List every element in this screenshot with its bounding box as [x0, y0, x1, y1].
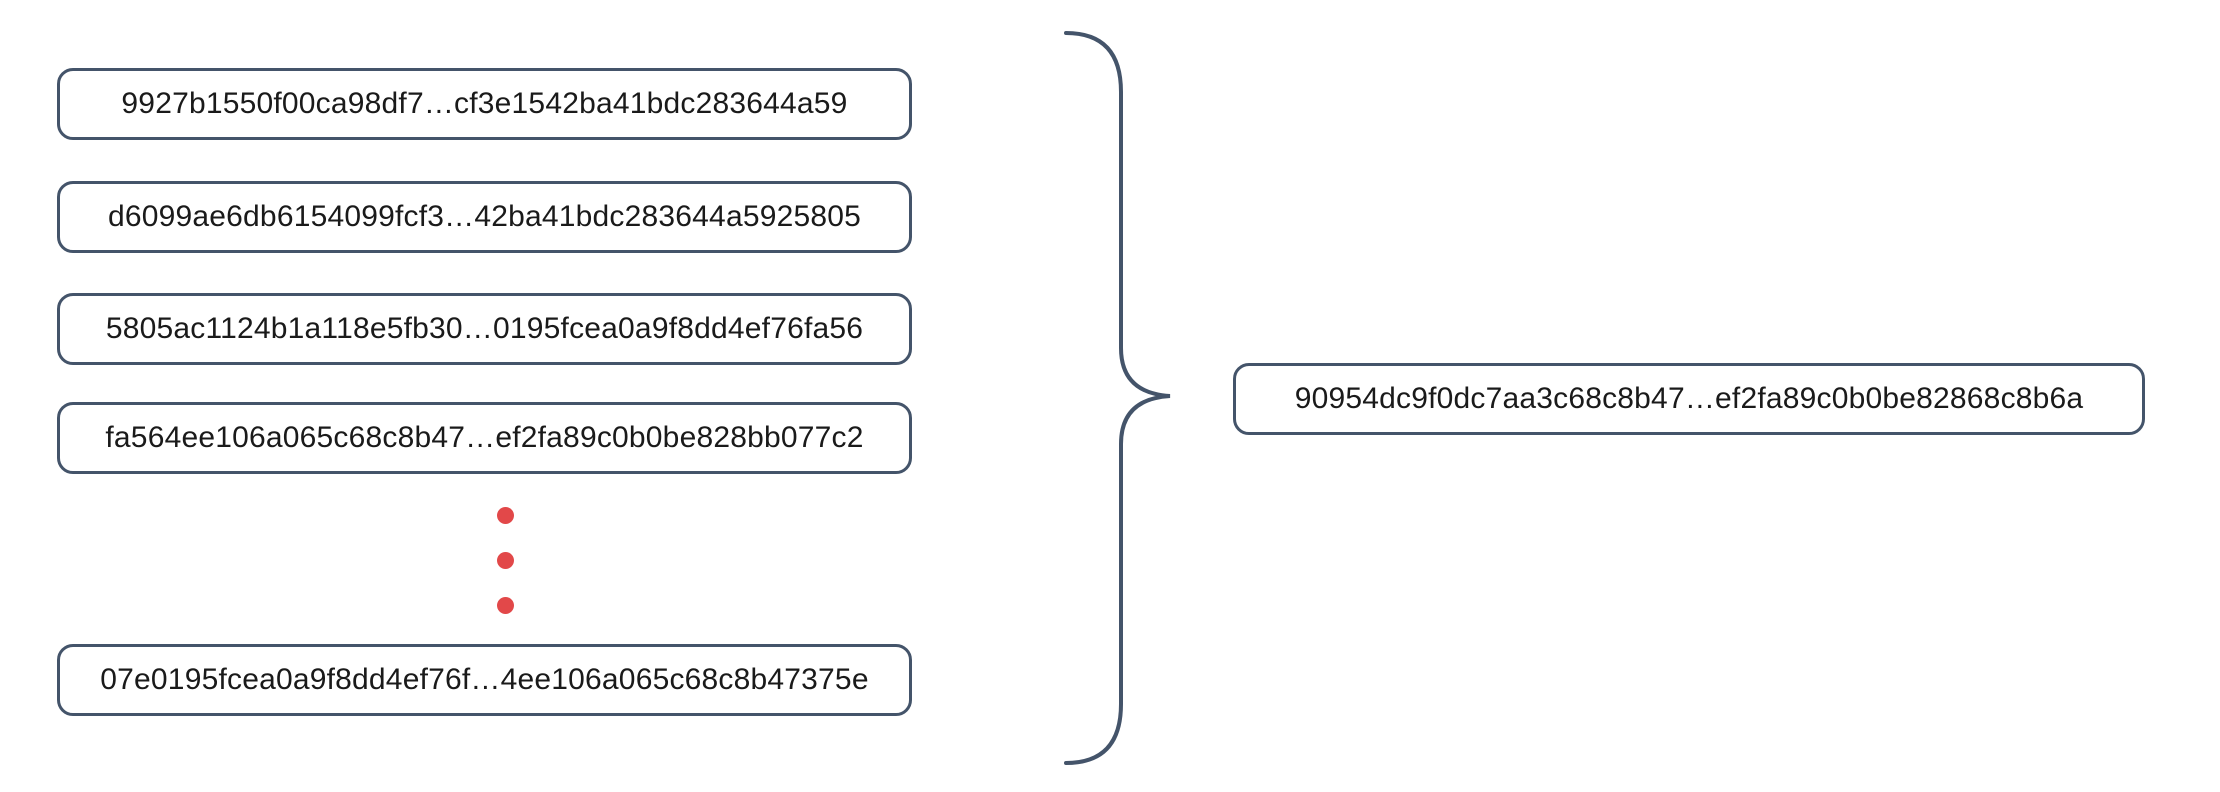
- result-hash-value: 90954dc9f0dc7aa3c68c8b47…ef2fa89c0b0be82…: [1294, 382, 2084, 415]
- hash-value: 9927b1550f00ca98df7…cf3e1542ba41bdc28364…: [121, 87, 848, 120]
- result-hash-box: 90954dc9f0dc7aa3c68c8b47…ef2fa89c0b0be82…: [1233, 363, 2145, 435]
- hash-box: 9927b1550f00ca98df7…cf3e1542ba41bdc28364…: [57, 68, 912, 140]
- hash-box: 07e0195fcea0a9f8dd4ef76f…4ee106a065c68c8…: [57, 644, 912, 716]
- hash-value: d6099ae6db6154099fcf3…42ba41bdc283644a59…: [107, 200, 862, 233]
- hash-box: d6099ae6db6154099fcf3…42ba41bdc283644a59…: [57, 181, 912, 253]
- hash-value: 5805ac1124b1a118e5fb30…0195fcea0a9f8dd4e…: [105, 312, 864, 345]
- hash-value: 07e0195fcea0a9f8dd4ef76f…4ee106a065c68c8…: [100, 663, 869, 696]
- hash-value: fa564ee106a065c68c8b47…ef2fa89c0b0be828b…: [105, 421, 864, 454]
- hash-box: fa564ee106a065c68c8b47…ef2fa89c0b0be828b…: [57, 402, 912, 474]
- ellipsis-dot-icon: [497, 507, 514, 524]
- hash-box: 5805ac1124b1a118e5fb30…0195fcea0a9f8dd4e…: [57, 293, 912, 365]
- ellipsis-dot-icon: [497, 597, 514, 614]
- ellipsis-dot-icon: [497, 552, 514, 569]
